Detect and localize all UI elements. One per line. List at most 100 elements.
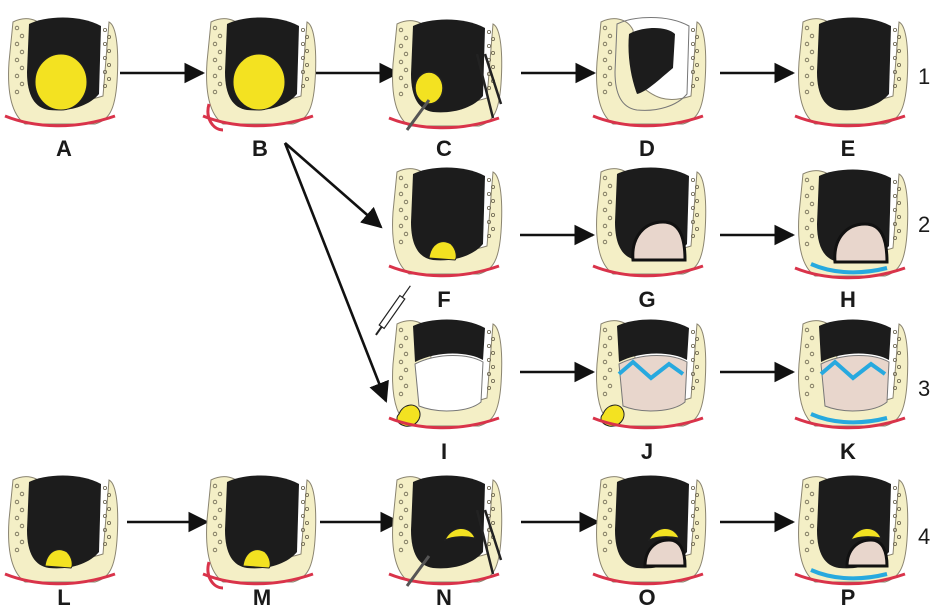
row-label-4: 4: [918, 524, 931, 549]
bone-pore: [107, 492, 112, 497]
bone-pore: [809, 49, 815, 55]
bone-pore: [487, 234, 492, 239]
cyst: [428, 241, 457, 261]
bone-pore: [893, 236, 898, 241]
bone-pore: [804, 483, 810, 489]
panel-e: [794, 17, 909, 128]
panel-k: [794, 319, 909, 430]
bone-pore: [487, 206, 492, 211]
bone-pore: [893, 193, 898, 198]
forceps-icon: [483, 509, 503, 561]
bone-pore: [897, 336, 902, 341]
bone-pore: [602, 547, 608, 553]
bone-graft: [643, 538, 687, 568]
bone-pore: [607, 183, 613, 189]
oral-mucosa: [592, 114, 704, 128]
cyst: [44, 549, 73, 569]
panel-d: [592, 17, 707, 128]
panel-label-n: N: [436, 585, 452, 610]
bone-pore: [809, 351, 815, 357]
bone-pore: [695, 535, 700, 540]
bone-pore: [14, 499, 20, 505]
panel-p: [794, 475, 909, 586]
sinus-cavity: [411, 475, 485, 569]
bone-pore: [804, 327, 810, 333]
bone-pore: [301, 56, 306, 61]
bone-pore: [398, 343, 404, 349]
bone-pore: [897, 492, 902, 497]
bone-pore: [804, 225, 810, 231]
bone-pore: [897, 215, 902, 220]
elevated-membrane-space: [414, 355, 484, 412]
sinus-outline: [614, 17, 690, 111]
bone-pore: [107, 507, 112, 512]
bone-pore: [607, 199, 613, 205]
bone-pore: [691, 358, 696, 363]
bone-pore: [695, 199, 700, 204]
bone-pore: [691, 191, 696, 196]
bone-pore: [809, 81, 815, 87]
bone-pore: [691, 41, 696, 46]
bone-pore: [691, 499, 696, 504]
bone-pore: [804, 41, 810, 47]
bone-pore: [695, 227, 700, 232]
flow-arrow: [284, 142, 383, 229]
bone-pore: [487, 343, 492, 348]
bone-pore: [897, 186, 902, 191]
bone-pore: [107, 535, 112, 540]
bone-pore: [607, 507, 613, 513]
bone-pore: [103, 56, 108, 61]
bone-pore: [398, 75, 404, 81]
panel-label-a: A: [56, 136, 72, 161]
bone-pore: [487, 29, 492, 34]
sinus-cavity: [411, 167, 485, 261]
panel-l: [4, 475, 119, 586]
bone-pore: [301, 499, 306, 504]
bone-pore: [403, 67, 409, 73]
bone-pore: [809, 523, 815, 529]
bone-pore: [804, 193, 810, 199]
bone-pore: [695, 521, 700, 526]
oral-mucosa: [202, 572, 314, 586]
bone-pore: [602, 41, 608, 47]
bone-pore: [691, 206, 696, 211]
bone-pore: [398, 531, 404, 537]
panel-label-e: E: [840, 136, 856, 161]
bone-pore: [691, 220, 696, 225]
bone-pore: [301, 528, 306, 533]
bone-pore: [212, 515, 218, 521]
bone-pore: [212, 547, 218, 553]
bone-pore: [607, 215, 613, 221]
bone-pore: [212, 73, 218, 79]
bone-pore: [893, 343, 898, 348]
bone-pore: [804, 343, 810, 349]
bone-pore: [491, 379, 496, 384]
bone-pore: [107, 63, 112, 68]
panel-label-l: L: [57, 585, 71, 610]
bone-pore: [691, 56, 696, 61]
panel-label-p: P: [840, 585, 856, 610]
bone-pore: [398, 191, 404, 197]
panel-label-i: I: [440, 439, 448, 464]
bone-pore: [14, 547, 20, 553]
bone-pore: [809, 217, 815, 223]
oral-mucosa: [388, 416, 500, 430]
bone-pore: [691, 329, 696, 334]
cyst: [648, 528, 680, 542]
bone-pore: [809, 201, 815, 207]
bone-pore: [398, 547, 404, 553]
sinus-cavity: [27, 475, 101, 569]
syringe-icon: [375, 285, 411, 336]
bone-pore: [602, 327, 608, 333]
row-label-2: 2: [918, 212, 931, 237]
bone-pore: [487, 542, 492, 547]
bone-pore: [804, 391, 810, 397]
bone-pore: [893, 514, 898, 519]
bone-pore: [403, 335, 409, 341]
oral-mucosa: [794, 266, 906, 280]
bone-pore: [695, 213, 700, 218]
panel-label-d: D: [639, 136, 655, 161]
bone-pore: [897, 379, 902, 384]
bone-pore: [809, 367, 815, 373]
